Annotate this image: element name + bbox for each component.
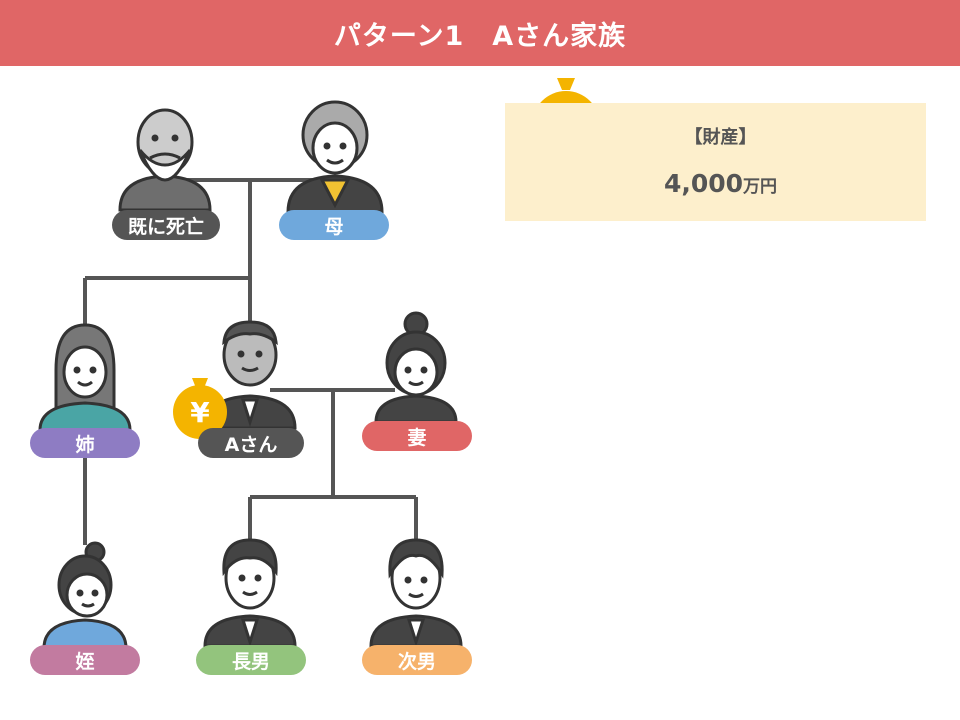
wife-label-text: 妻 xyxy=(407,426,427,449)
mother-label: 母 xyxy=(279,210,389,240)
wife-figure xyxy=(374,311,458,424)
second-son-label: 次男 xyxy=(362,645,472,675)
niece-figure xyxy=(42,541,128,650)
niece-label-text: 姪 xyxy=(75,650,95,673)
money-bag-yen-symbol: ¥ xyxy=(190,396,210,429)
asset-box: 【財産】 4,000万円 xyxy=(505,103,926,221)
grandfather-label: 既に死亡 xyxy=(112,210,220,240)
niece-label: 姪 xyxy=(30,645,140,675)
mother-label-text: 母 xyxy=(324,215,344,238)
mother-figure xyxy=(286,100,384,214)
a-san-label: Aさん xyxy=(198,428,304,458)
a-san-label-text: Aさん xyxy=(224,433,278,456)
second-son-figure xyxy=(369,538,463,648)
page-header: パターン1 Aさん家族 xyxy=(0,0,960,66)
eldest-son-label-text: 長男 xyxy=(231,650,270,673)
eldest-son-figure xyxy=(203,538,297,648)
eldest-son-label: 長男 xyxy=(196,645,306,675)
second-son-label-text: 次男 xyxy=(397,650,436,673)
sister-label: 姉 xyxy=(30,428,140,458)
asset-amount: 4,000 xyxy=(663,169,744,198)
grandfather-label-text: 既に死亡 xyxy=(127,215,204,238)
asset-label: 【財産】 xyxy=(684,127,757,148)
asset-unit: 万円 xyxy=(743,177,778,197)
asset-value: 4,000万円 xyxy=(505,169,926,198)
wife-label: 妻 xyxy=(362,421,472,451)
money-bag-icon: ¥ xyxy=(173,378,227,439)
sister-figure xyxy=(38,323,132,432)
grandfather-figure xyxy=(118,108,212,212)
sister-label-text: 姉 xyxy=(75,433,95,456)
a-san-figure xyxy=(203,320,297,430)
page-title: パターン1 Aさん家族 xyxy=(333,20,627,52)
